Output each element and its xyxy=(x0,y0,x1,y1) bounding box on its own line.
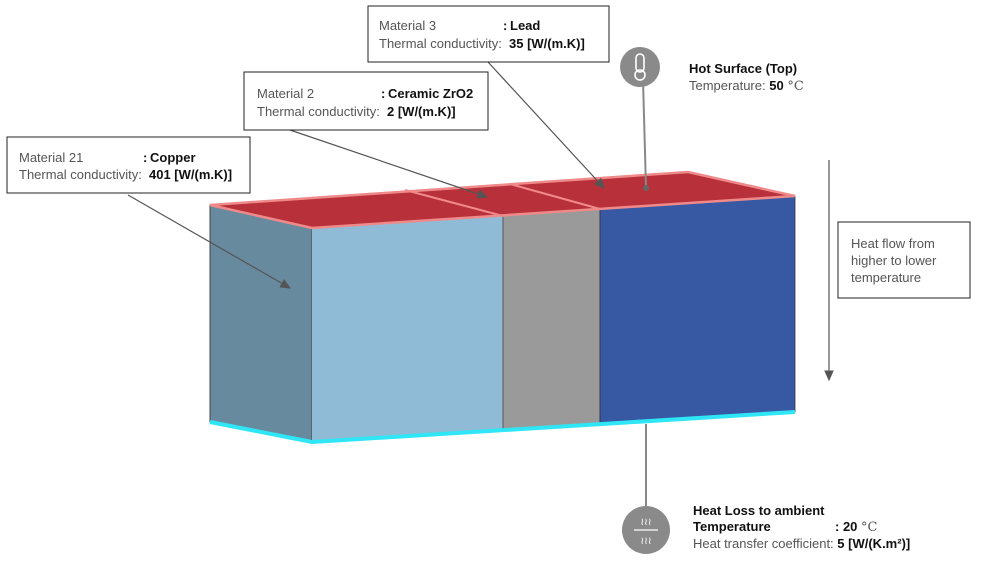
svg-text:Heat flow from: Heat flow from xyxy=(851,236,935,251)
material-3-label: Material 3 : Lead Thermal conductivity: … xyxy=(367,5,610,63)
hot-top-surface xyxy=(209,170,796,230)
svg-text:Temperature: Temperature xyxy=(693,519,771,534)
svg-text:≀≀≀: ≀≀≀ xyxy=(640,536,651,547)
svg-text:: 20 °C: : 20 °C xyxy=(835,519,878,535)
svg-text::: : xyxy=(503,18,507,33)
lead-front-face xyxy=(599,195,796,425)
svg-text:higher to lower: higher to lower xyxy=(851,253,937,268)
copper-front-face xyxy=(312,216,503,442)
material-2-label: Material 2 : Ceramic ZrO2 Thermal conduc… xyxy=(243,71,489,131)
svg-text:Thermal conductivity:: Thermal conductivity: xyxy=(19,167,142,182)
svg-text:401 [W/(m.K)]: 401 [W/(m.K)] xyxy=(149,167,232,182)
svg-text:2 [W/(m.K)]: 2 [W/(m.K)] xyxy=(387,104,456,119)
svg-text::: : xyxy=(381,86,385,101)
thermometer-icon xyxy=(620,47,660,87)
heat-loss-label: Heat Loss to ambient Temperature : 20 °C… xyxy=(693,503,910,551)
svg-text:Temperature: 50 °C: Temperature: 50 °C xyxy=(689,78,804,94)
svg-text:≀≀≀: ≀≀≀ xyxy=(640,517,651,528)
svg-text:Lead: Lead xyxy=(510,18,540,33)
svg-text:Ceramic ZrO2: Ceramic ZrO2 xyxy=(388,86,473,101)
heat-waves-icon: ≀≀≀ ≀≀≀ xyxy=(622,506,670,554)
svg-text:Heat transfer coefficient: 5 [: Heat transfer coefficient: 5 [W/(K.m²)] xyxy=(693,536,910,551)
svg-text:Thermal conductivity:: Thermal conductivity: xyxy=(379,36,502,51)
svg-text:Material 21: Material 21 xyxy=(19,150,83,165)
hot-surface-label: Hot Surface (Top) Temperature: 50 °C xyxy=(689,61,804,94)
material-21-label: Material 21 : Copper Thermal conductivit… xyxy=(6,136,251,194)
svg-text:Material 2: Material 2 xyxy=(257,86,314,101)
copper-side-face xyxy=(209,204,313,443)
heat-flow-label: Heat flow from higher to lower temperatu… xyxy=(837,221,971,299)
svg-text:Hot Surface (Top): Hot Surface (Top) xyxy=(689,61,797,76)
svg-text:Heat Loss to ambient: Heat Loss to ambient xyxy=(693,503,825,518)
svg-text:Thermal conductivity:: Thermal conductivity: xyxy=(257,104,380,119)
svg-text:Material 3: Material 3 xyxy=(379,18,436,33)
svg-text:Copper: Copper xyxy=(150,150,196,165)
layered-block xyxy=(209,170,796,445)
cold-bottom-edge xyxy=(209,410,796,445)
svg-text:temperature: temperature xyxy=(851,270,921,285)
svg-text::: : xyxy=(143,150,147,165)
ceramic-front-face xyxy=(502,208,601,431)
svg-text:35 [W/(m.K)]: 35 [W/(m.K)] xyxy=(509,36,585,51)
